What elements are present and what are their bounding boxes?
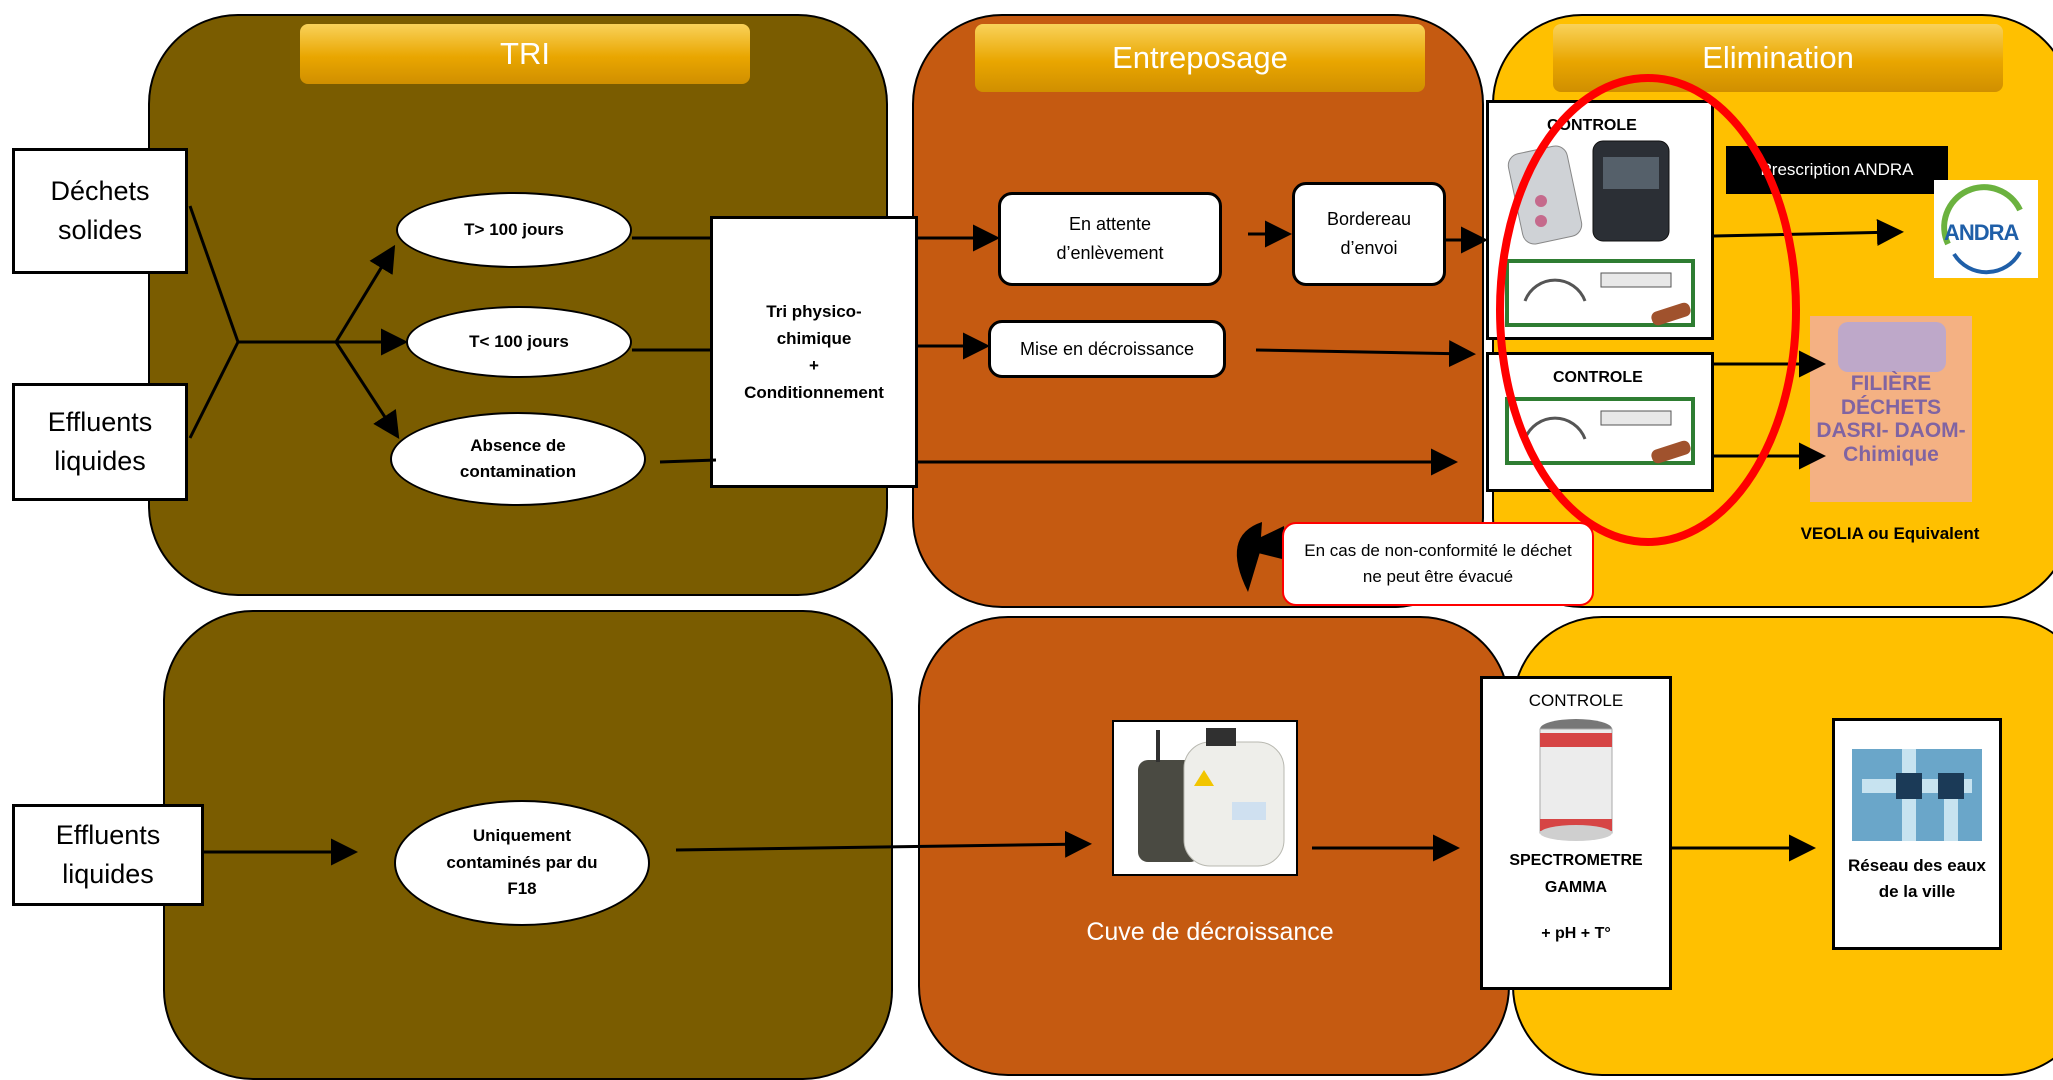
controle-top-box: CONTROLE xyxy=(1486,100,1714,340)
mise-en-decroissance-label: Mise en décroissance xyxy=(1019,338,1195,359)
effluents-liquides-label-top: Effluents liquides xyxy=(47,406,153,476)
dechets-solides-box: Déchets solides xyxy=(12,148,188,274)
controle-to-andra xyxy=(1713,218,1904,246)
non-conformite-callout: En cas de non-conformité le déchet ne pe… xyxy=(1282,522,1594,606)
connectors xyxy=(188,74,1904,866)
spectrometre-label: SPECTROMETRE GAMMA xyxy=(1509,852,1643,897)
filiere-dechets-logo: FILIÈRE DÉCHETS DASRI- DAOM- Chimique xyxy=(1810,316,1972,502)
controle-middle-label: CONTROLE xyxy=(1553,369,1643,386)
absence-contamination-oval: Absence de contamination xyxy=(390,412,646,506)
f18-label: Uniquement contaminés par du F18 xyxy=(446,826,598,899)
entreposage-header: Entreposage xyxy=(975,24,1425,92)
filiere-dechets-text: FILIÈRE DÉCHETS DASRI- DAOM- Chimique xyxy=(1816,372,1966,467)
f18-oval: Uniquement contaminés par du F18 xyxy=(394,800,650,926)
absence-to-tri xyxy=(659,458,717,464)
en-attente-label: En attente d’enlèvement xyxy=(1056,214,1164,263)
effluents-liquides-box-top: Effluents liquides xyxy=(12,383,188,501)
tri-box-line1: Tri physico-chimique xyxy=(766,301,862,348)
pipe-network-icon xyxy=(1852,749,1982,841)
return-arrow-icon xyxy=(1236,522,1262,592)
arrow-to-absence xyxy=(334,341,400,440)
spectrometre-box: CONTROLE SPECTROMETRE GAMMA + pH + T° xyxy=(1480,676,1672,990)
controle-bottom-label: CONTROLE xyxy=(1528,691,1624,710)
t-inf-100-oval: T< 100 jours xyxy=(406,306,632,378)
ph-t-label: + pH + T° xyxy=(1541,925,1611,943)
reseau-eaux-label: Réseau des eaux de la ville xyxy=(1848,856,1986,902)
contamination-meter-icon-2 xyxy=(1505,397,1695,465)
entreposage-panel-top xyxy=(912,14,1484,608)
andra-logo: ANDRA xyxy=(1934,180,2038,278)
tri-physico-chimique-box: Tri physico-chimique + Conditionnement xyxy=(710,216,918,488)
spectrometer-icon xyxy=(1539,719,1613,841)
veolia-label: VEOLIA ou Equivalent xyxy=(1800,524,1980,543)
controle-top-label: CONTROLE xyxy=(1547,117,1637,134)
cuve-image xyxy=(1112,720,1298,876)
effluents-liquides-box-bottom: Effluents liquides xyxy=(12,804,204,906)
en-attente-box: En attente d’enlèvement xyxy=(998,192,1222,286)
t-inf-100-label: T< 100 jours xyxy=(469,331,569,351)
andra-logo-icon xyxy=(1941,184,2023,275)
return-arrow-head xyxy=(1238,526,1286,560)
absence-contamination-label: Absence de contamination xyxy=(459,435,577,481)
arrow-to-t-sup xyxy=(334,244,396,343)
andra-logo-text: ANDRA xyxy=(1944,220,2019,245)
t-sup-100-label: T> 100 jours xyxy=(464,219,564,239)
truck-icon xyxy=(1838,322,1946,372)
red-highlight-circle xyxy=(1496,74,1800,546)
bordereau-label: Bordereau d’envoi xyxy=(1326,209,1412,258)
tri-header: TRI xyxy=(300,24,750,84)
reseau-eaux-box: Réseau des eaux de la ville xyxy=(1832,718,2002,950)
t-sup-100-oval: T> 100 jours xyxy=(396,192,632,268)
solides-connector xyxy=(188,205,240,343)
tri-box-line3: Conditionnement xyxy=(744,383,884,403)
effluents-connector xyxy=(188,341,240,439)
non-conformite-label: En cas de non-conformité le déchet ne pe… xyxy=(1304,540,1572,586)
cuve-label: Cuve de décroissance xyxy=(1086,918,1334,946)
f18-to-cuve xyxy=(675,830,1092,858)
bordereau-box: Bordereau d’envoi xyxy=(1292,182,1446,286)
tri-box-line2: + xyxy=(809,356,819,375)
tank-icon xyxy=(1138,728,1285,867)
controle-middle-box: CONTROLE xyxy=(1486,352,1714,492)
decroissance-to-controle xyxy=(1255,340,1476,368)
dechets-solides-label: Déchets solides xyxy=(50,175,150,245)
effluents-liquides-label-bottom: Effluents liquides xyxy=(55,819,161,889)
